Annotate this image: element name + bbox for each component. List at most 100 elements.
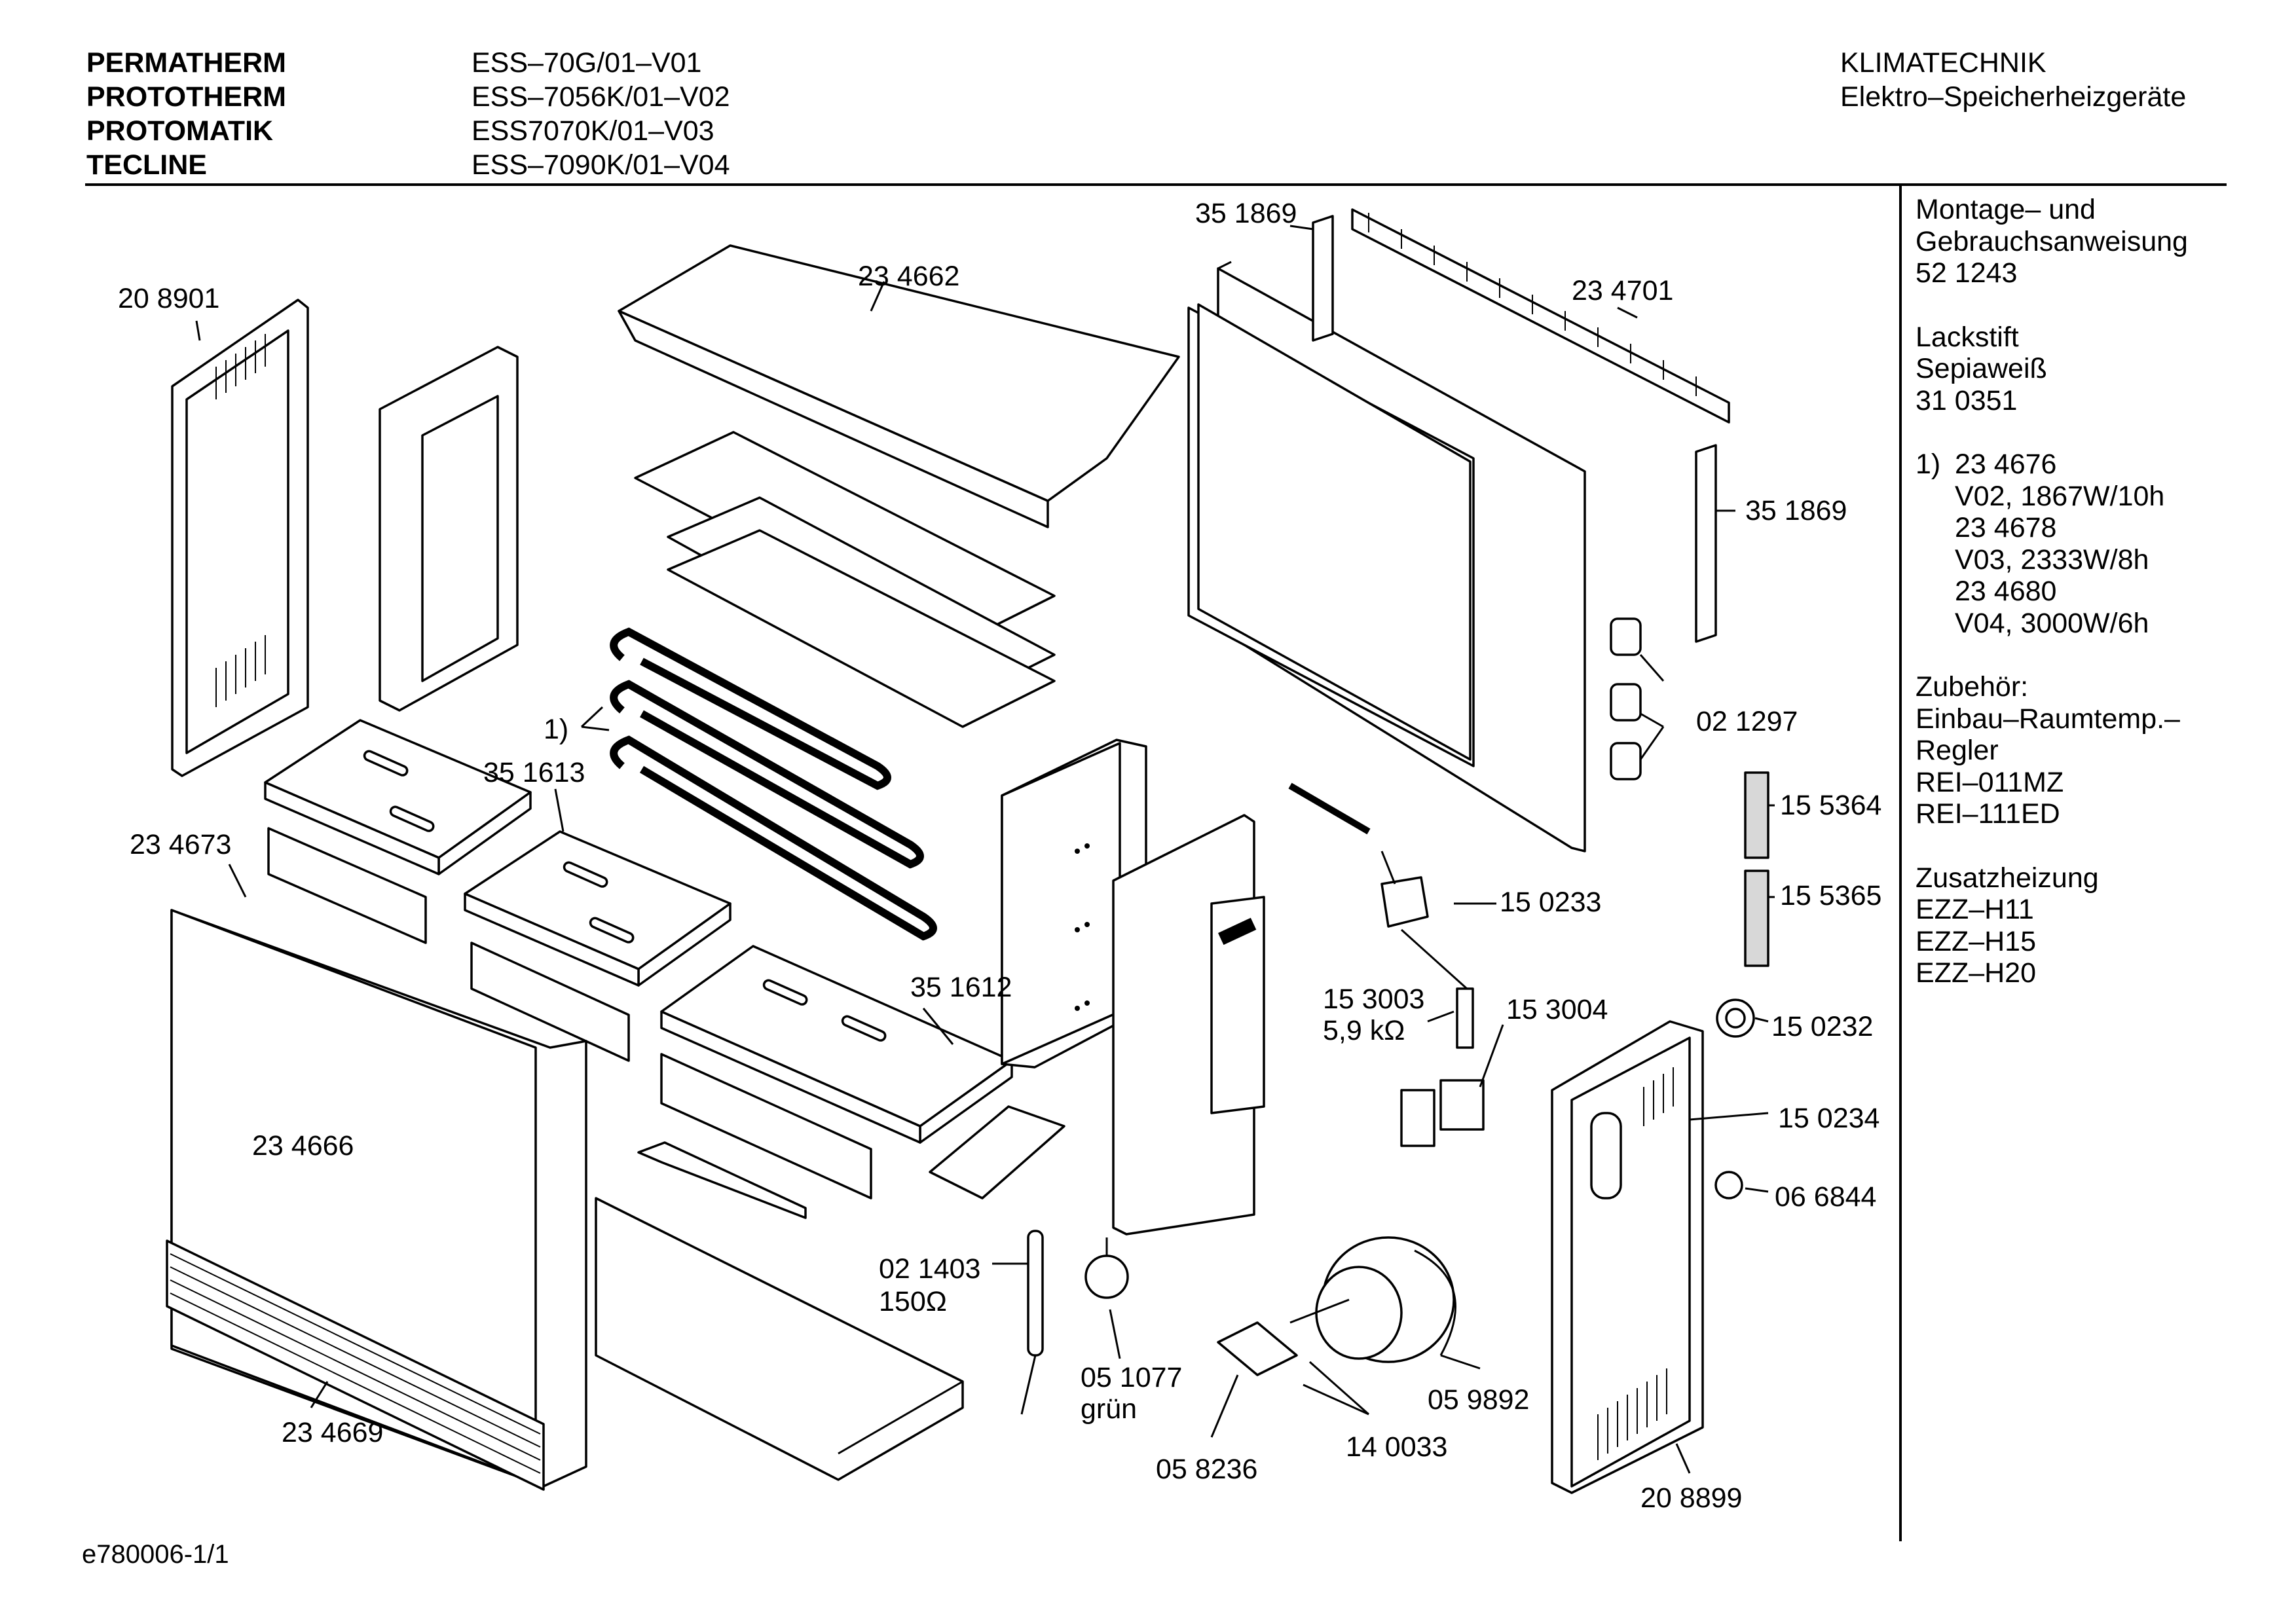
note-line: Einbau–Raumtemp.–: [1916, 703, 2180, 735]
part-label: 35 1613: [483, 757, 585, 788]
insulation-stack: [634, 431, 1056, 728]
note-line: Lackstift: [1916, 321, 2019, 353]
relay: [1400, 1079, 1485, 1147]
rear-grille: [1351, 208, 1730, 424]
note-line: Gebrauchsanweisung: [1916, 225, 2188, 257]
note-line: Zusatzheizung: [1916, 862, 2099, 894]
part-label: 15 3003: [1323, 983, 1425, 1015]
drawing-id: e780006-1/1: [82, 1540, 229, 1569]
storage-brick: [660, 945, 1013, 1144]
note-line: 52 1243: [1916, 257, 2018, 289]
part-label: 23 4701: [1572, 275, 1674, 306]
inner-front-frame: [379, 346, 519, 712]
temperature-sensor: [1456, 987, 1474, 1049]
part-label: 20 8899: [1640, 1482, 1743, 1514]
note-marker: 1): [1916, 449, 1941, 480]
model-number: ESS7070K/01–V03: [472, 115, 714, 147]
part-label: 35 1869: [1195, 198, 1297, 229]
note-line: EZZ–H20: [1916, 957, 2037, 989]
part-label: 35 1869: [1745, 495, 1847, 526]
heater-variant-note: 1) 23 4676 V02, 1867W/10h 23 4678 V03, 2…: [1916, 449, 2282, 639]
category-block: KLIMATECHNIK Elektro–Speicherheizgeräte: [1840, 46, 2186, 114]
note-line: 23 4676: [1955, 449, 2057, 480]
part-label: 02 1297: [1696, 706, 1798, 737]
model-number: ESS–7056K/01–V02: [472, 81, 730, 113]
part-label: 02 1403: [879, 1253, 981, 1285]
part-label: 1): [544, 714, 569, 745]
indicator-lamp: [1714, 1171, 1743, 1200]
part-label: 14 0033: [1346, 1431, 1448, 1463]
note-line: V04, 3000W/6h: [1955, 607, 2149, 639]
model-number: ESS–7090K/01–V04: [472, 149, 730, 181]
leader-lines: [195, 225, 1775, 1474]
note-line: V03, 2333W/8h: [1955, 543, 2149, 576]
note-line: Sepiaweiß: [1916, 353, 2047, 384]
part-label: 23 4673: [130, 829, 232, 860]
storage-brick: [464, 830, 731, 987]
part-label: 06 6844: [1775, 1181, 1877, 1213]
rear-insulation-panel: [1001, 739, 1147, 1069]
part-label: 15 0234: [1778, 1103, 1880, 1134]
part-label: 15 5364: [1780, 790, 1882, 821]
note-line: EZZ–H15: [1916, 925, 2037, 957]
side-panel-left: [171, 299, 309, 777]
fan-bracket: [1217, 1298, 1350, 1376]
note-line: Zubehör:: [1916, 671, 2029, 703]
category-title: KLIMATECHNIK: [1840, 47, 2046, 79]
part-label: 15 3004: [1506, 994, 1608, 1025]
note-line: Regler: [1916, 735, 1999, 766]
brick-supports: [267, 827, 872, 1200]
extra-heating-note: Zusatzheizung EZZ–H11 EZZ–H15 EZZ–H20: [1916, 862, 2282, 989]
brand-name: PROTOTHERM: [86, 81, 286, 113]
note-line: REI–011MZ: [1916, 766, 2064, 798]
thermostat-valve: [1084, 1237, 1129, 1299]
part-label: 05 9892: [1428, 1384, 1530, 1416]
paint-note: Lackstift Sepiaweiß 31 0351: [1916, 321, 2282, 417]
back-panel: [1187, 261, 1586, 852]
note-line: 23 4678: [1955, 512, 2057, 543]
part-label: 05 1077: [1081, 1362, 1183, 1393]
model-list: ESS–70G/01–V01 ESS–7056K/01–V02 ESS7070K…: [472, 46, 730, 182]
part-label: 150Ω: [879, 1286, 947, 1317]
category-subtitle: Elektro–Speicherheizgeräte: [1840, 81, 2187, 113]
temperature-limiter: [1288, 782, 1468, 990]
terminal-block: [1744, 771, 1769, 967]
model-number: ESS–70G/01–V01: [472, 47, 702, 79]
side-rail: [1312, 215, 1717, 643]
air-outlet-grille: [166, 1239, 545, 1491]
part-label: grün: [1081, 1393, 1138, 1425]
part-label: 15 5365: [1780, 880, 1882, 911]
part-label: 05 8236: [1156, 1454, 1258, 1485]
heating-elements: [610, 627, 937, 941]
part-label: 35 1612: [910, 972, 1012, 1003]
fan-motor: [1315, 1236, 1456, 1363]
brand-name: PROTOMATIK: [86, 115, 274, 147]
brand-list: PERMATHERM PROTOTHERM PROTOMATIK TECLINE: [86, 46, 286, 182]
part-label: 5,9 kΩ: [1323, 1015, 1405, 1046]
note-line: EZZ–H11: [1916, 894, 2034, 925]
part-label: 23 4669: [282, 1417, 384, 1448]
top-cover: [618, 244, 1180, 528]
base-tray: [595, 1141, 964, 1481]
sidebar-divider: [1899, 186, 1902, 1541]
heating-rod: [1020, 1230, 1044, 1415]
accessories-note: Zubehör: Einbau–Raumtemp.– Regler REI–01…: [1916, 671, 2282, 830]
base-rail: [929, 1105, 1065, 1200]
manual-note: Montage– und Gebrauchsanweisung 52 1243: [1916, 194, 2282, 289]
part-label: 23 4662: [858, 261, 960, 292]
brand-name: TECLINE: [86, 149, 207, 181]
sidebar-notes: Montage– und Gebrauchsanweisung 52 1243 …: [1916, 194, 2282, 1021]
part-label: 23 4666: [252, 1130, 354, 1162]
note-line: 23 4680: [1955, 576, 2057, 607]
header-rule: [85, 183, 2227, 186]
part-label: 15 0233: [1500, 887, 1602, 918]
brand-name: PERMATHERM: [86, 47, 286, 79]
part-label: 20 8901: [118, 283, 220, 314]
note-line: V02, 1867W/10h: [1955, 480, 2165, 512]
note-line: 31 0351: [1916, 384, 2018, 416]
side-panel-right: [1551, 1020, 1704, 1494]
cable-clips: [1610, 617, 1642, 780]
control-mounting-plate: [1112, 814, 1265, 1236]
note-line: REI–111ED: [1916, 798, 2060, 830]
